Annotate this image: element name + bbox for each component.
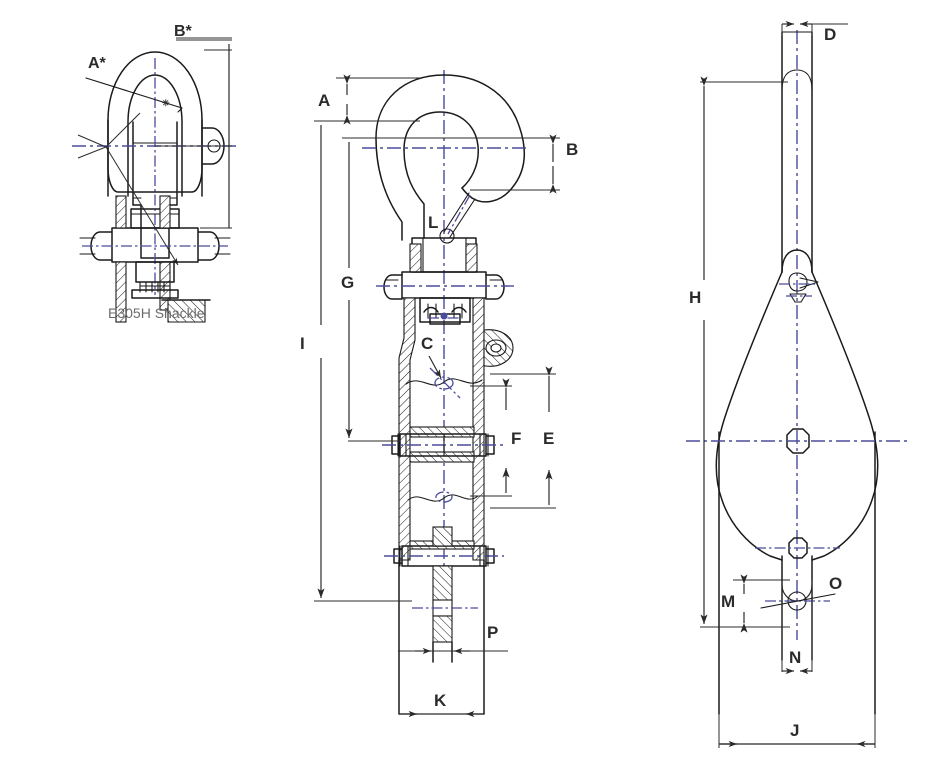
hook-side-view: A B L C G I F E <box>300 70 578 718</box>
shackle-caption: E305H Shackle <box>108 305 205 321</box>
shackle-dim-b-label: B* <box>174 23 193 40</box>
block-dim-n-label: N <box>789 648 801 667</box>
hook-dim-f-label: F <box>511 429 521 448</box>
hook-dim-b-label: B <box>566 140 578 159</box>
hook-dim-k-label: K <box>434 691 447 710</box>
hook-dim-p-label: P <box>487 623 498 642</box>
block-dim-d-label: D <box>824 25 836 44</box>
block-dim-j-label: J <box>790 721 799 740</box>
block-dim-h-label: H <box>689 288 701 307</box>
block-dim-m-label: M <box>721 592 735 611</box>
shackle-view: ✳ B* A* E305H Sh <box>72 23 238 323</box>
hook-dim-l-label: L <box>428 213 438 232</box>
shackle-small-star: ✳ <box>162 98 170 108</box>
block-front-view: D H M O N J <box>686 20 908 748</box>
hook-dim-g-label: G <box>341 273 354 292</box>
hook-dim-i-label: I <box>300 334 305 353</box>
hook-dim-e-label: E <box>543 429 554 448</box>
hook-dim-c-label: C <box>421 334 433 353</box>
shackle-dim-a-label: A* <box>88 55 107 72</box>
block-dim-o-label: O <box>829 574 842 593</box>
hook-dim-a-label: A <box>318 91 330 110</box>
